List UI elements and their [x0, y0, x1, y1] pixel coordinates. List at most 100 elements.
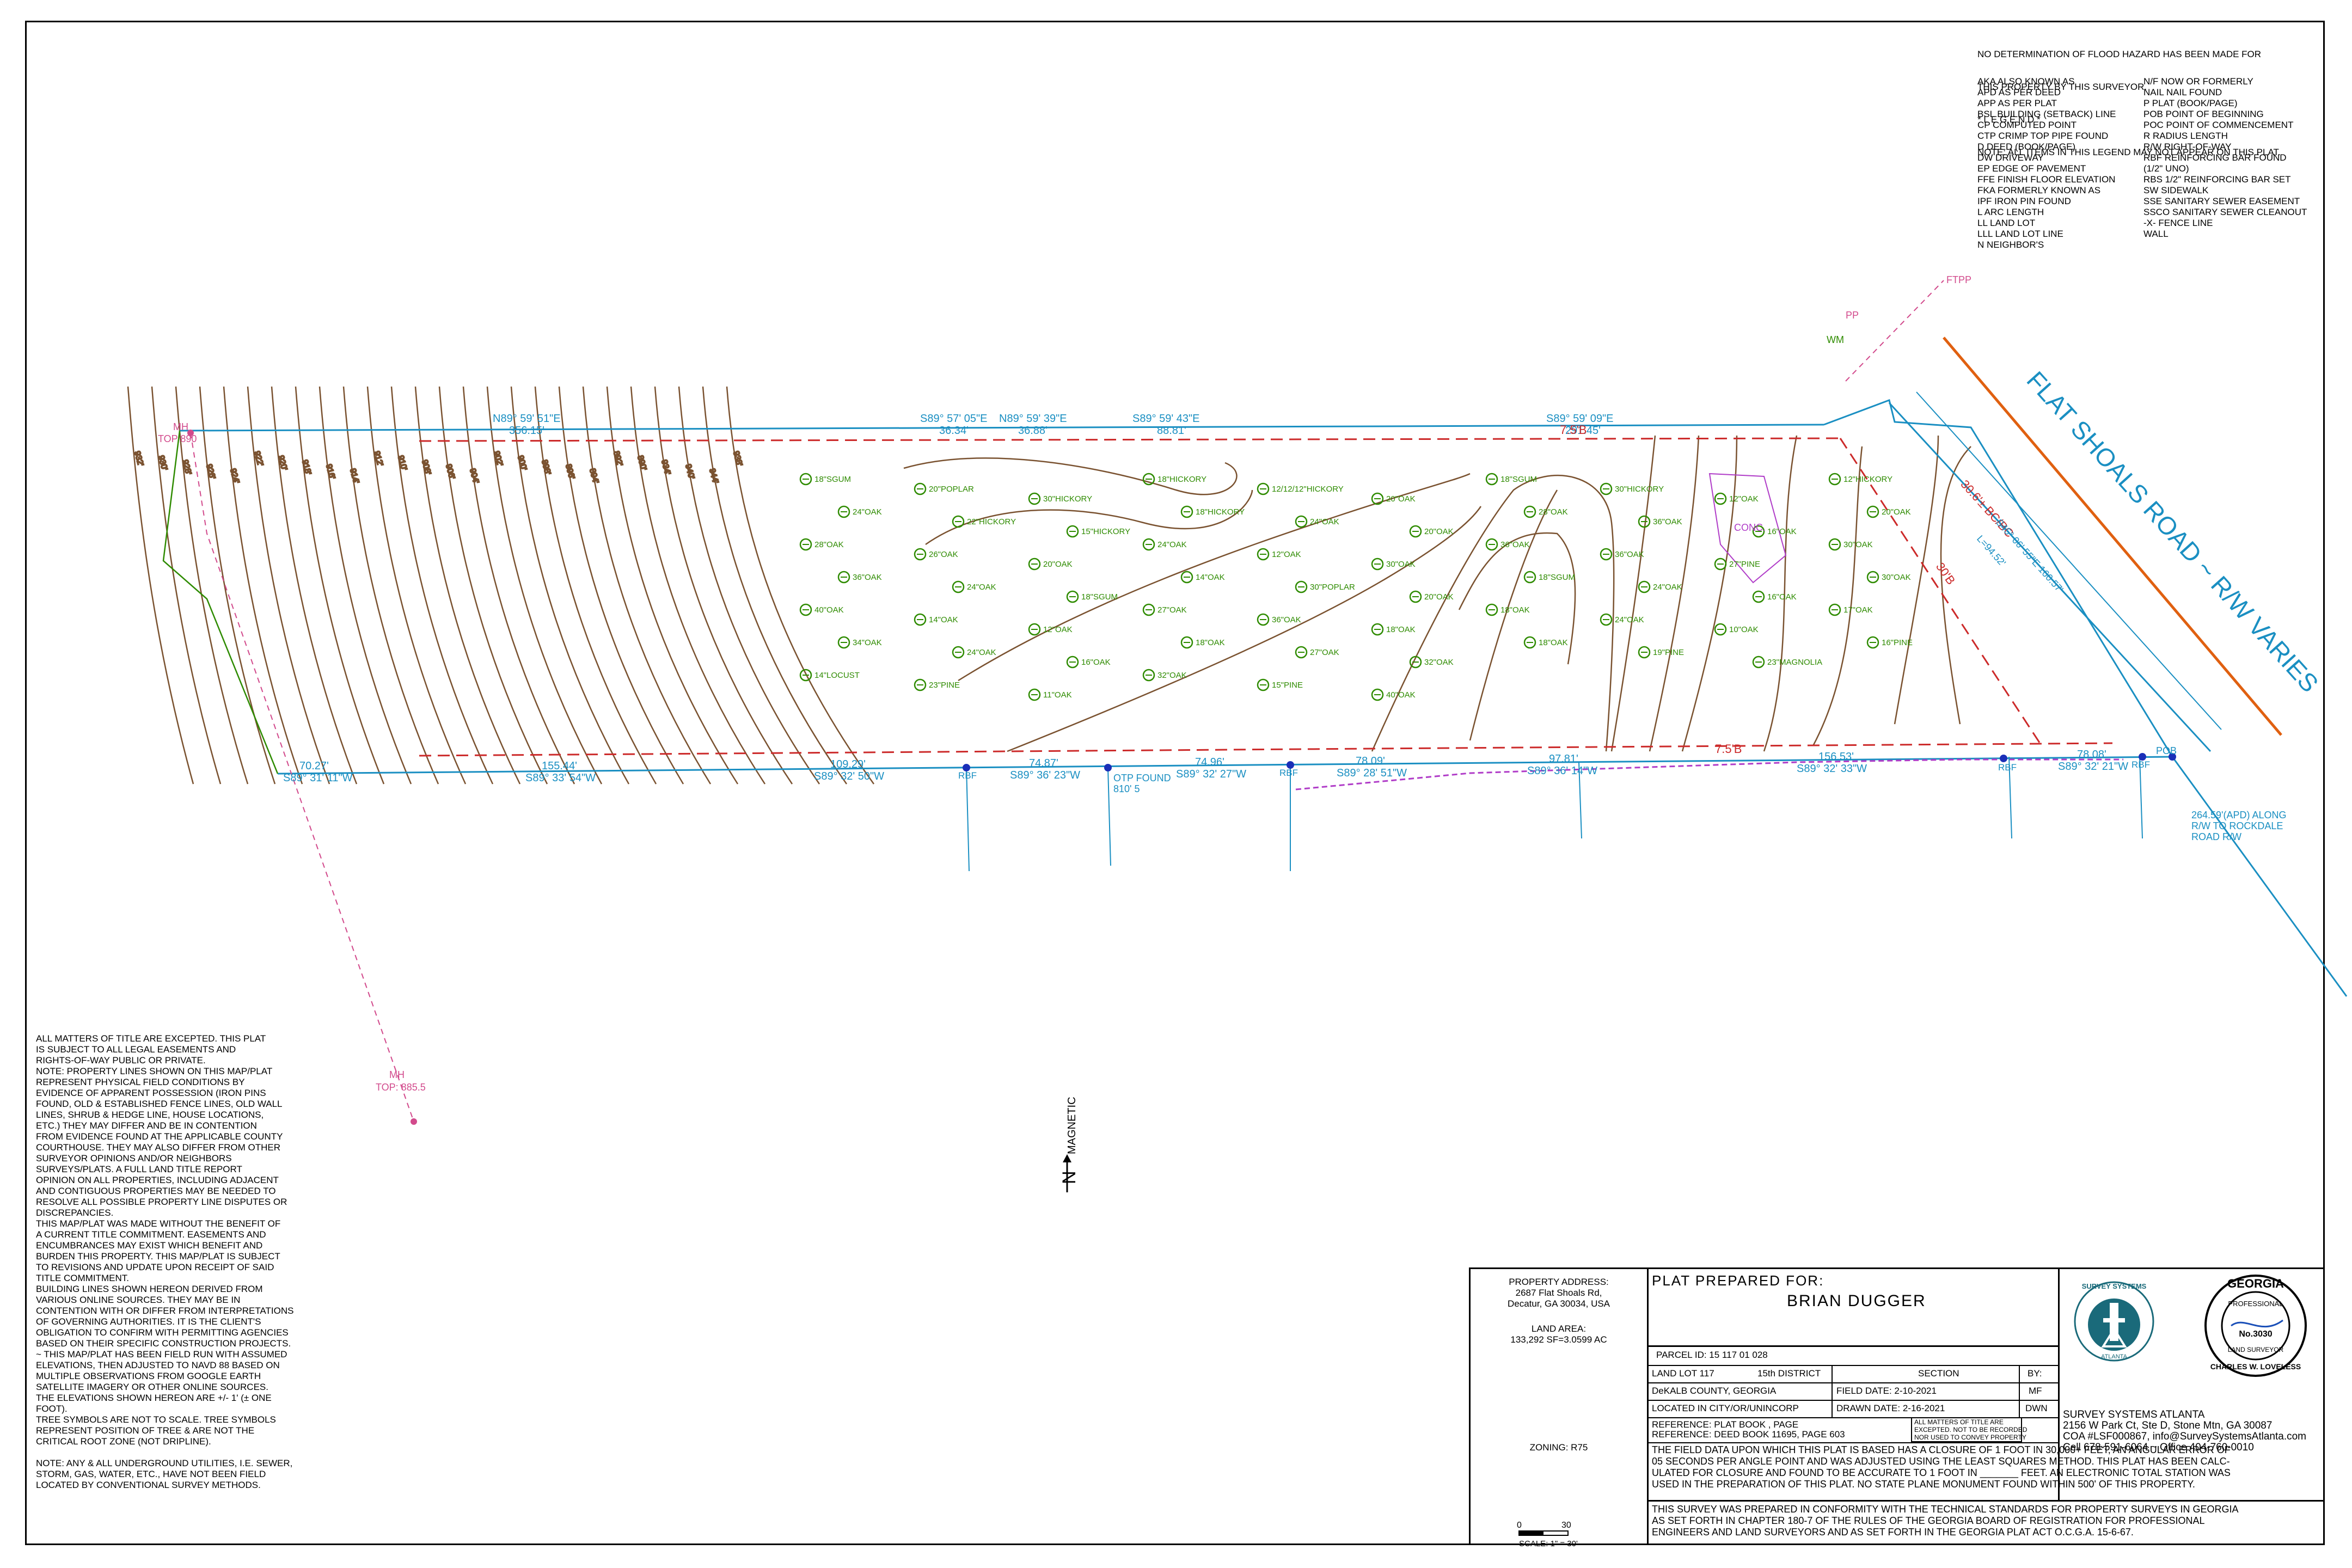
- tree-icon: [1866, 636, 1879, 649]
- otp-label: OTP FOUND: [1113, 773, 1171, 783]
- arc-length-label: L=94.52': [1975, 533, 2008, 568]
- tree-label: 24"OAK: [967, 583, 996, 592]
- statement-line: ENGINEERS AND LAND SURVEYORS AND AS SET …: [1652, 1527, 2134, 1538]
- tree-label: 20"OAK: [1424, 527, 1454, 536]
- note-line: ENCUMBRANCES MAY EXIST WHICH BENEFIT AND: [36, 1240, 263, 1251]
- water-meter-label: WM: [1827, 334, 1844, 345]
- tree-label: 16"PINE: [1882, 638, 1913, 647]
- tree-icon: [1638, 646, 1651, 659]
- legend-item: CP COMPUTED POINT: [1977, 120, 2077, 130]
- contour-line: [1894, 435, 1939, 725]
- tree-label: 27"OAK: [1310, 648, 1339, 657]
- manhole-label: MH: [389, 1069, 405, 1080]
- tree-label: 18"SGUM: [1500, 475, 1537, 484]
- tree-label: 36"OAK: [1653, 517, 1682, 526]
- tree-label: 26"OAK: [929, 550, 958, 559]
- statement-line: 05 SECONDS PER ANGLE POINT AND WAS ADJUS…: [1652, 1456, 2230, 1467]
- tree-label: 12"OAK: [1272, 550, 1301, 559]
- distance-label: 74.96': [1195, 756, 1224, 768]
- tree-icon: [799, 473, 812, 486]
- iron-pin: [2000, 755, 2007, 762]
- note-line: ELEVATIONS, THEN ADJUSTED TO NAVD 88 BAS…: [36, 1360, 280, 1370]
- note-line: ALL MATTERS OF TITLE ARE EXCEPTED. THIS …: [36, 1033, 266, 1044]
- bearing-label: S89° 32' 21"W: [2058, 761, 2128, 773]
- legend-item: RBS 1/2" REINFORCING BAR SET: [2143, 174, 2291, 185]
- contour-label: 922': [252, 450, 265, 467]
- tree-icon: [1600, 613, 1613, 626]
- south-setback-line: [419, 742, 2113, 757]
- tree-icon: [1600, 482, 1613, 495]
- tree-label: 36"OAK: [1615, 550, 1644, 559]
- tree-label: 30"HICKORY: [1043, 494, 1092, 504]
- flood-note-line: THIS PROPERTY BY THIS SURVEYOR.: [1977, 82, 2147, 92]
- location: LOCATED IN CITY/OR/UNINCORP: [1652, 1403, 1799, 1413]
- contour-label: 906': [444, 463, 457, 480]
- contour-line: [1812, 446, 1863, 746]
- prepared-for-label: PLAT PREPARED FOR:: [1652, 1272, 1824, 1289]
- contour-line: [318, 386, 412, 785]
- legend-item: SW SIDEWALK: [2143, 185, 2209, 195]
- distance-label: 356.15': [509, 425, 544, 437]
- title-note: ALL MATTERS OF TITLE ARE: [1914, 1418, 2004, 1426]
- note-line: BURDEN THIS PROPERTY. THIS MAP/PLAT IS S…: [36, 1251, 280, 1261]
- pin-label: RBF: [958, 770, 977, 781]
- note-line: FOOT).: [36, 1404, 68, 1414]
- contour-line: [958, 473, 1471, 682]
- contour-label: 928': [180, 459, 193, 476]
- power-pole-label: PP: [1846, 310, 1859, 321]
- scale-thirty: 30: [1561, 1521, 1571, 1530]
- bearing-label: S89° 28' 51"W: [1337, 767, 1407, 779]
- contour-line: [630, 386, 766, 785]
- legend-item: FKA FORMERLY KNOWN AS: [1977, 185, 2101, 195]
- legend-note: NOTE: ALL ITEMS IN THIS LEGEND MAY NOT A…: [1977, 147, 2281, 157]
- general-notes: ALL MATTERS OF TITLE ARE EXCEPTED. THIS …: [36, 1033, 363, 1491]
- pole-label: FTPP: [1946, 274, 1971, 285]
- field-date: FIELD DATE: 2-10-2021: [1836, 1386, 1937, 1396]
- legend-item: POC POINT OF COMMENCEMENT: [2143, 120, 2294, 130]
- drawn-initials: DWN: [2025, 1403, 2048, 1413]
- tree-icon: [1828, 538, 1841, 551]
- note-line: BUILDING LINES SHOWN HEREON DERIVED FROM: [36, 1284, 263, 1294]
- legend-item: R/W RIGHT-OF-WAY: [2143, 142, 2232, 152]
- contour-line: [726, 386, 875, 785]
- tree-label: 27"PINE: [1729, 560, 1760, 569]
- distance-label: 78.08': [2077, 749, 2106, 761]
- contour-label: 930': [156, 455, 169, 471]
- distance-label: 36.88': [1018, 425, 1048, 437]
- manhole-tie-line: [190, 432, 414, 1122]
- tree-label: 18"OAK: [1539, 638, 1568, 647]
- tree-icon: [1828, 473, 1841, 486]
- iron-pin: [2169, 753, 2176, 761]
- statement-line: USED IN THE PREPARATION OF THIS PLAT. NO…: [1652, 1479, 2195, 1490]
- tree-icon: [1752, 656, 1765, 669]
- deed-reference: REFERENCE: DEED BOOK 11695, PAGE 603: [1652, 1429, 1845, 1440]
- note-line: A CURRENT TITLE COMMITMENT. EASEMENTS AN…: [36, 1229, 266, 1240]
- contour-line: [582, 386, 712, 785]
- tree-label: 11"OAK: [1043, 690, 1072, 700]
- contour-line: [199, 386, 276, 785]
- contour-line: [151, 386, 222, 785]
- south-property-line: [277, 756, 2173, 775]
- client-name: BRIAN DUGGER: [1787, 1292, 1926, 1310]
- legend-item: DW DRIVEWAY: [1977, 152, 2044, 163]
- legend-item: LL LAND LOT: [1977, 218, 2036, 228]
- tree-icon: [1142, 669, 1155, 682]
- tie-note: ROAD R/W: [2191, 831, 2241, 842]
- tie-line-rockdale: [2171, 756, 2348, 997]
- tree-label: 28"OAK: [1539, 507, 1568, 517]
- legend-item: SSE SANITARY SEWER EASEMENT: [2143, 196, 2300, 206]
- tree-label: 18"OAK: [1196, 638, 1225, 647]
- tree-label: 24"OAK: [853, 507, 882, 517]
- bearing-label: S89° 36' 14"W: [1527, 765, 1597, 777]
- tree-label: 14"OAK: [1196, 573, 1225, 582]
- note-line: LOCATED BY CONVENTIONAL SURVEY METHODS.: [36, 1480, 261, 1490]
- contour-line: [438, 386, 548, 785]
- statement-line: THE FIELD DATA UPON WHICH THIS PLAT IS B…: [1652, 1444, 2231, 1455]
- tree-icon: [1638, 580, 1651, 593]
- tree-icon: [1142, 538, 1155, 551]
- concrete-label: CONC.: [1734, 522, 1766, 533]
- pin-label: RBF: [1279, 768, 1298, 778]
- statement-line: THIS SURVEY WAS PREPARED IN CONFORMITY W…: [1652, 1504, 2239, 1515]
- tree-icon: [799, 603, 812, 616]
- legend-item: P PLAT (BOOK/PAGE): [2143, 98, 2238, 108]
